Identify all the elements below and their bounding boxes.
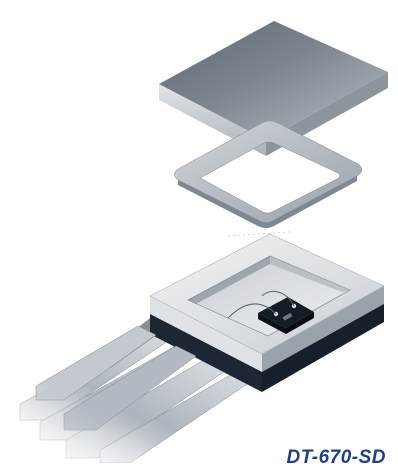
seal-ring-shape xyxy=(174,120,363,223)
package-body-icon xyxy=(149,233,385,392)
bond-wire-1 xyxy=(227,303,277,319)
chip-side xyxy=(258,313,286,334)
lead-front-2 xyxy=(63,345,197,431)
chip-marking xyxy=(282,312,293,321)
part-number-label: DT-670-SD xyxy=(286,447,386,468)
seal-ring-edge xyxy=(178,176,357,228)
lead-front-1 xyxy=(35,325,157,401)
package-cavity-wall xyxy=(188,256,270,304)
seal-ring-icon xyxy=(174,120,363,228)
bond-wire-2 xyxy=(261,290,295,307)
lid-top-face xyxy=(159,21,388,140)
package-base-right xyxy=(262,300,384,392)
explode-guide xyxy=(227,231,291,237)
package-side-left xyxy=(150,296,262,372)
package-base-left xyxy=(150,312,262,392)
package-cavity-wall-2 xyxy=(270,256,350,292)
front-leads xyxy=(35,325,197,431)
chip-top xyxy=(258,297,314,328)
package-side-right xyxy=(262,286,384,372)
chip-side-right xyxy=(286,312,314,334)
chip-die-icon xyxy=(227,290,314,334)
